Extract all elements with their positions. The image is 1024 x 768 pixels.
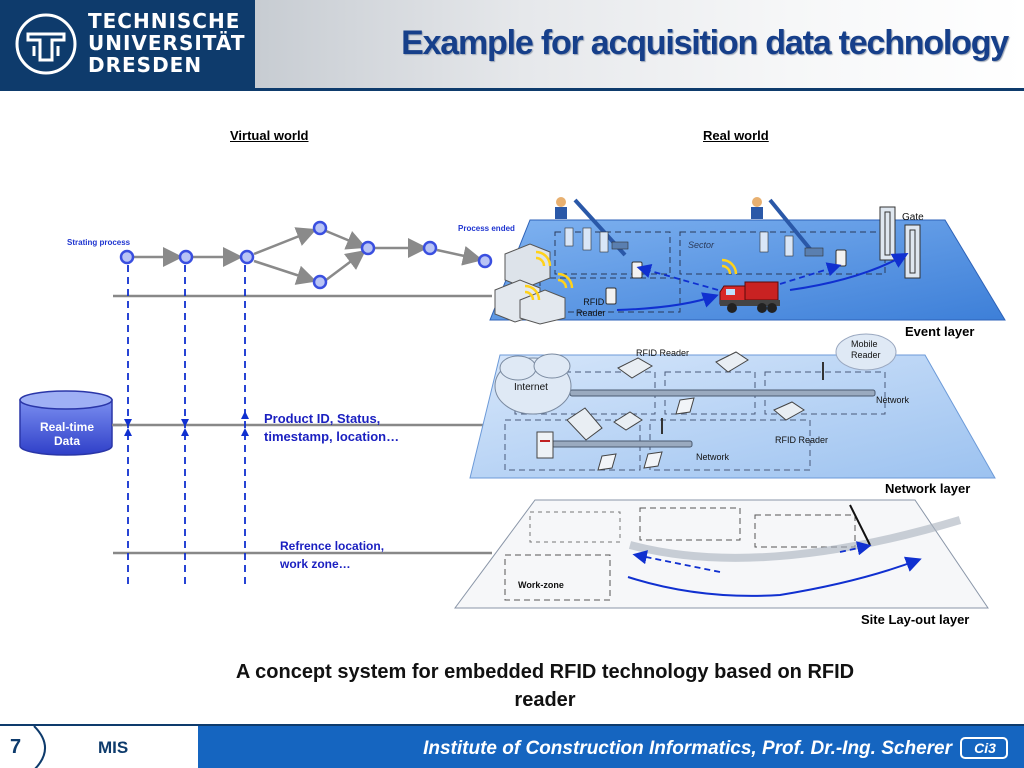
product-info-note: Product ID, Status, timestamp, location… <box>264 411 400 444</box>
process-node <box>119 249 135 265</box>
process-nodes <box>119 220 493 290</box>
footer: 7 MIS Institute of Construction Informat… <box>0 724 1024 768</box>
concept-diagram: Sector <box>19 197 1006 609</box>
truck-icon <box>719 281 780 313</box>
slide-caption: A concept system for embedded RFID techn… <box>235 661 855 711</box>
page-number: 7 <box>10 736 22 758</box>
tud-logo-text: TECHNISCHE UNIVERSITÄT DRESDEN <box>88 9 246 77</box>
network-label-2: Network <box>696 452 730 462</box>
reference-location-note: Refrence location, work zone… <box>280 539 385 571</box>
process-node <box>360 240 376 256</box>
process-node <box>422 240 438 256</box>
tud-emblem-icon <box>15 13 77 75</box>
process-node <box>178 249 194 265</box>
process-node <box>477 253 493 269</box>
footer-right: Institute of Construction Informatics, P… <box>198 724 1024 768</box>
institute-label: Institute of Construction Informatics, P… <box>423 738 952 759</box>
network-layer-plane <box>469 333 996 479</box>
process-node <box>312 274 328 290</box>
network-layer-label: Network layer <box>885 481 971 496</box>
header: TECHNISCHE UNIVERSITÄT DRESDEN Example f… <box>0 0 1024 91</box>
real-time-data-label: Real-time Data <box>39 420 95 448</box>
tud-logo: TECHNISCHE UNIVERSITÄT DRESDEN <box>0 0 255 90</box>
network-rfid-reader-label-2: RFID Reader <box>775 435 829 445</box>
end-process-label: Process ended <box>458 224 515 233</box>
mobile-reader-cloud-icon <box>835 333 897 371</box>
work-zone-label: Work-zone <box>518 580 564 590</box>
virtual-world-heading: Virtual world <box>230 128 309 143</box>
event-rfid-reader-label: RFID Reader <box>576 297 606 318</box>
real-world-heading: Real world <box>703 128 769 143</box>
site-layout-layer-label: Site Lay-out layer <box>861 612 970 627</box>
cib-logo-icon: Ci3 <box>960 737 1008 759</box>
network-rfid-reader-label-1: RFID Reader <box>636 348 690 358</box>
svg-text:Sector: Sector <box>688 240 715 250</box>
svg-text:Ci3: Ci3 <box>974 740 996 756</box>
internet-cloud-icon <box>494 353 572 415</box>
header-rule <box>0 88 1024 91</box>
site-layout-plane <box>454 499 989 609</box>
page-arc-icon <box>33 726 46 768</box>
vertical-dashed-links <box>127 265 246 588</box>
header-background <box>255 0 1024 88</box>
process-flow-edges <box>133 227 483 285</box>
mobile-reader-label: Mobile Reader <box>851 339 881 360</box>
event-layer-plane: Sector <box>489 197 1006 325</box>
process-node <box>312 220 328 236</box>
event-layer-label: Event layer <box>905 324 975 339</box>
start-process-label: Strating process <box>67 238 131 247</box>
real-time-database <box>19 390 113 456</box>
footer-left: 7 MIS <box>0 724 198 768</box>
timeline-arrowheads <box>124 411 249 436</box>
network-label-1: Network <box>876 395 910 405</box>
section-label: MIS <box>98 738 129 757</box>
internet-label: Internet <box>514 382 548 393</box>
slide-title: Example for acquisition data technology <box>401 24 1009 62</box>
process-node <box>239 249 255 265</box>
gate-label: Gate <box>902 212 924 223</box>
